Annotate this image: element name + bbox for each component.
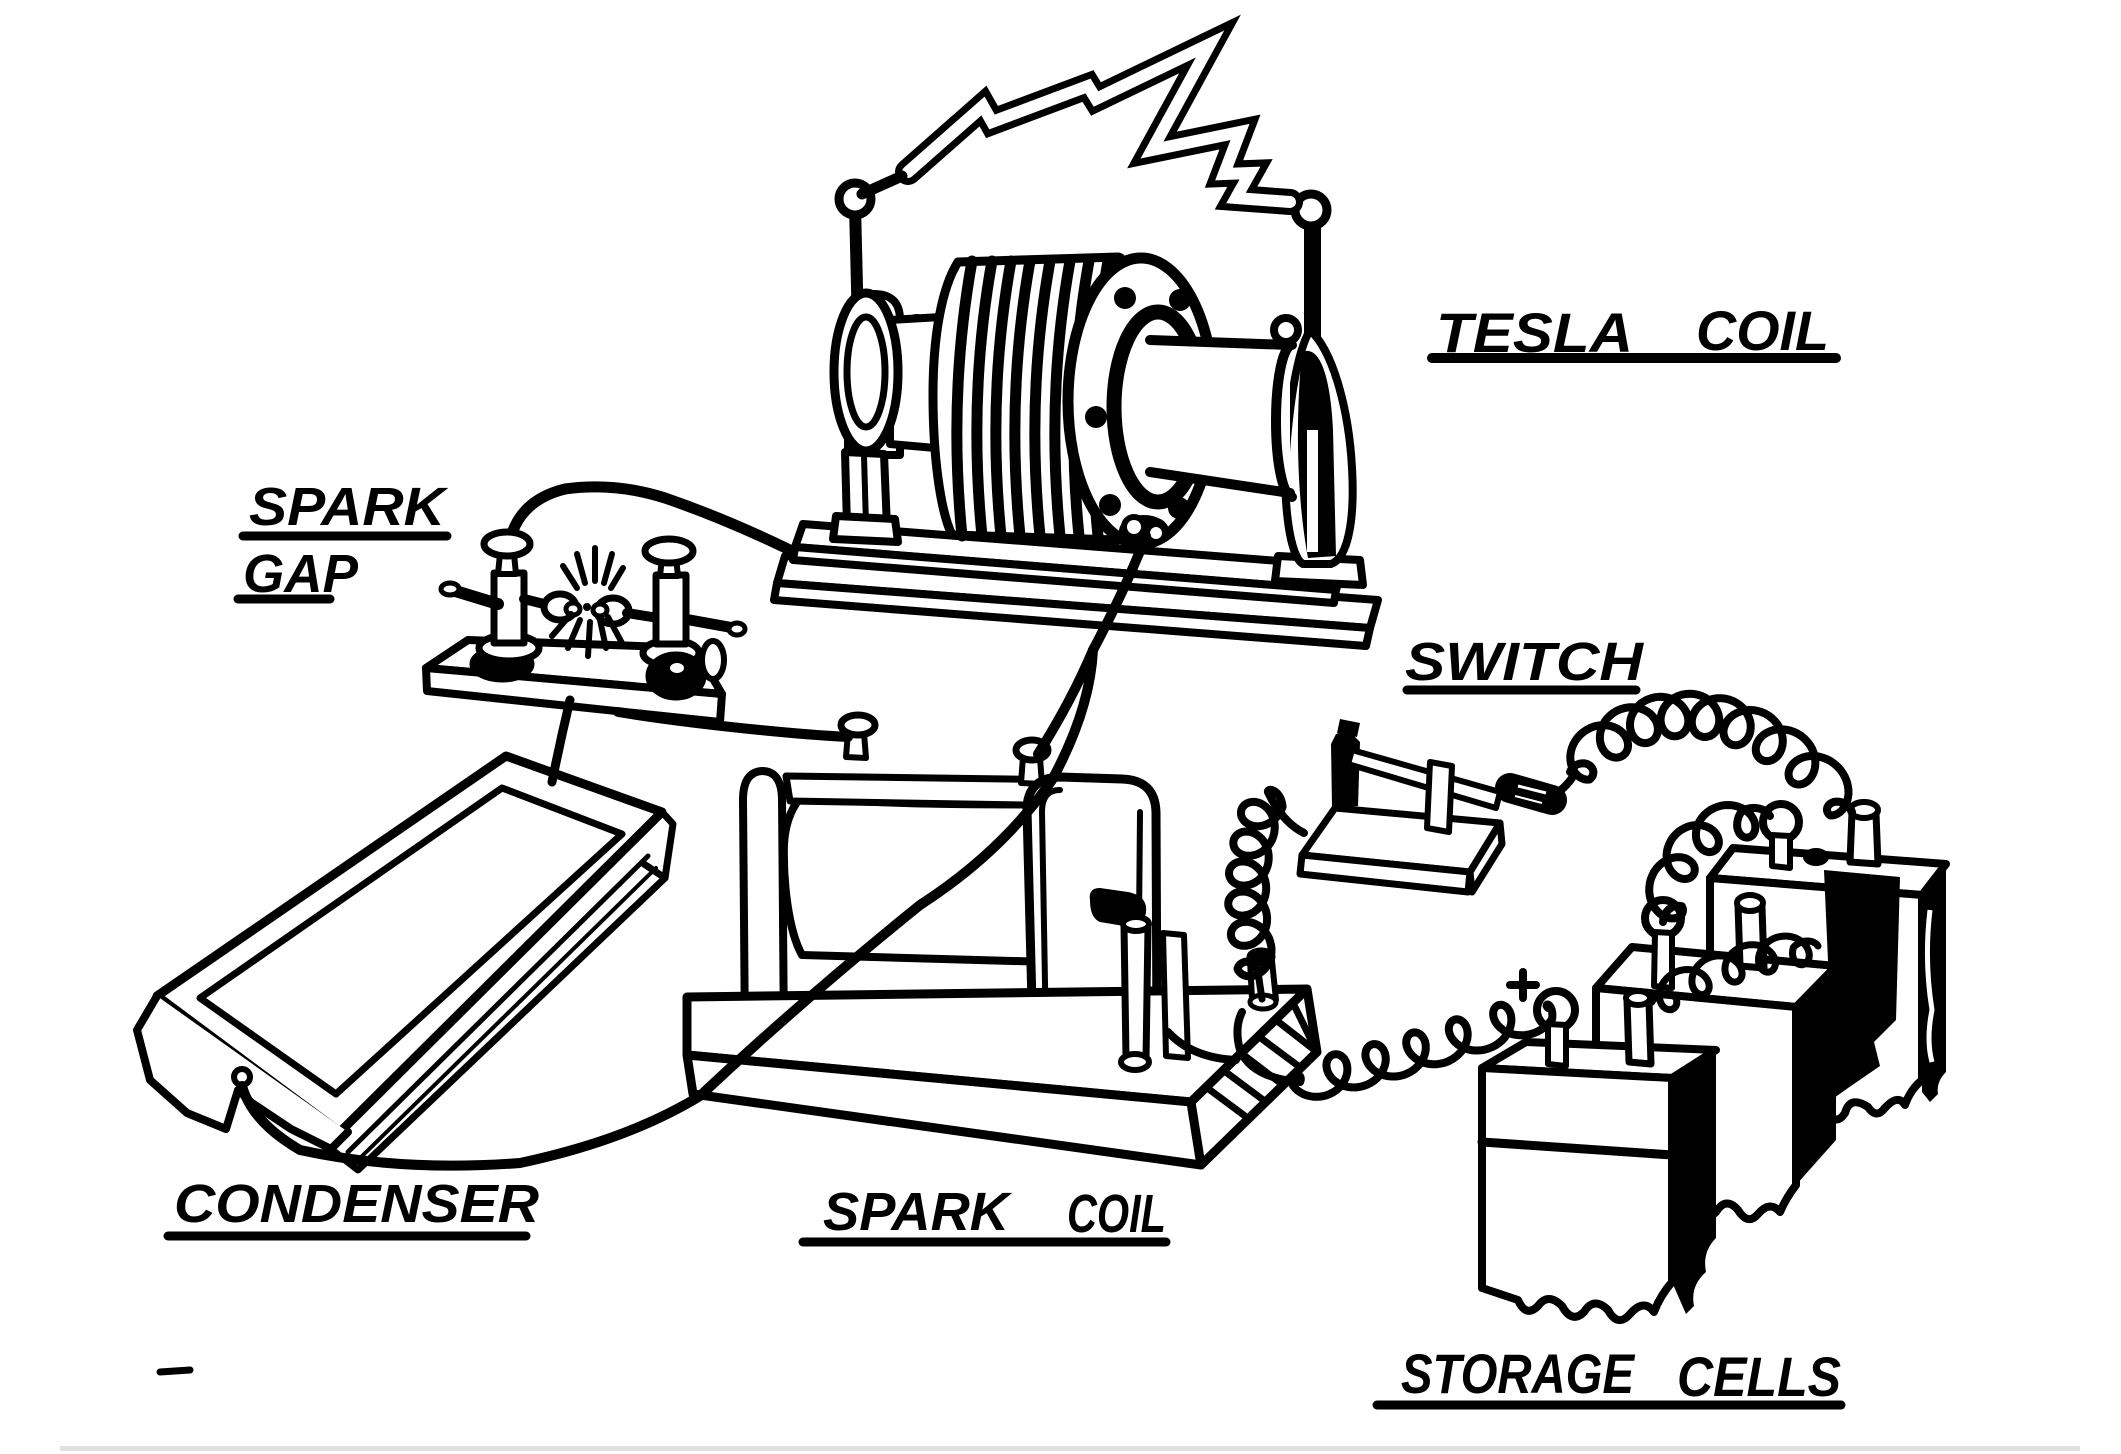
svg-text:SWITCH: SWITCH (1405, 632, 1644, 692)
svg-text:GAP: GAP (243, 544, 359, 604)
svg-text:CELLS: CELLS (1677, 1345, 1841, 1408)
svg-text:SPARK: SPARK (823, 1182, 1013, 1242)
svg-text:CONDENSER: CONDENSER (174, 1174, 539, 1234)
svg-text:COIL: COIL (1696, 299, 1829, 362)
svg-text:SPARK: SPARK (249, 477, 449, 537)
svg-text:COIL: COIL (1067, 1184, 1166, 1244)
svg-text:STORAGE: STORAGE (1401, 1342, 1635, 1405)
